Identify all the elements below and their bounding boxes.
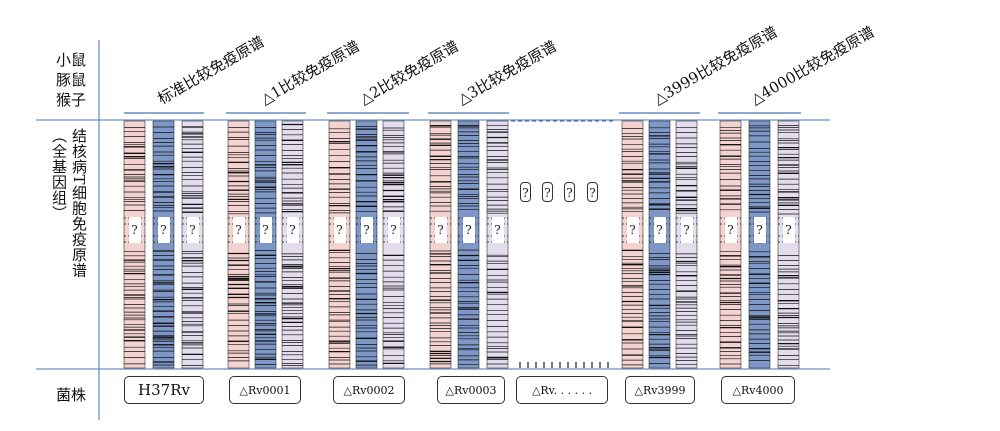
- column-guineapig: [355, 120, 378, 369]
- column-mouse: [719, 120, 742, 369]
- column-mouse: [429, 120, 452, 369]
- column-monkey: [486, 120, 509, 369]
- column-mouse: [328, 120, 351, 369]
- column-mouse: [227, 120, 250, 369]
- column-mouse: [123, 120, 146, 369]
- column-monkey: [181, 120, 204, 369]
- column-monkey: [382, 120, 405, 369]
- column-guineapig: [457, 120, 480, 369]
- column-monkey: [675, 120, 698, 369]
- column-guineapig: [748, 120, 771, 369]
- column-monkey: [281, 120, 304, 369]
- column-guineapig: [648, 120, 671, 369]
- column-monkey: [777, 120, 800, 369]
- column-mouse: [621, 120, 644, 369]
